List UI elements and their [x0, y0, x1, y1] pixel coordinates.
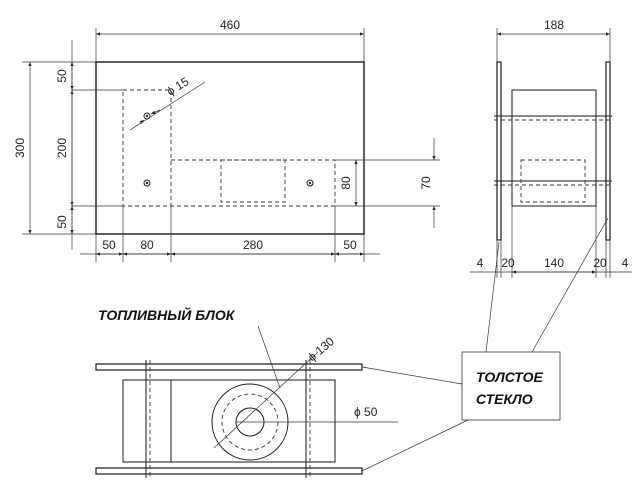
dim-bottom-offset: 50 [55, 215, 69, 229]
fuel-block-leader [257, 325, 281, 389]
glass-bottom [95, 467, 363, 475]
dim-inner-width: 80 [140, 238, 154, 252]
hole-bottom-right [306, 179, 314, 187]
thick-glass-label-line1: ТОЛСТОЕ [476, 369, 544, 385]
glass-top [95, 363, 363, 371]
dim-left-offset: 50 [102, 238, 116, 252]
dim-side-width: 188 [544, 18, 564, 32]
dim-height: 300 [13, 138, 27, 158]
dim-right-offset: 50 [343, 238, 357, 252]
side-window [520, 159, 586, 203]
glass-leader-bottom [361, 419, 469, 472]
hole-top-center [145, 114, 149, 118]
top-view: ϕ 130 ϕ 50 ТОПЛИВНЫЙ БЛОК ТОЛСТОЕ СТЕКЛО [95, 217, 609, 478]
top-body [122, 379, 336, 463]
hole-diameter-label: ϕ 15 [164, 74, 192, 98]
side-view: 188 4 20 140 20 4 [470, 18, 632, 278]
dim-body: 140 [544, 256, 564, 270]
fuel-block-label: ТОПЛИВНЫЙ БЛОК [98, 306, 236, 323]
dim-gap-left: 20 [501, 256, 515, 270]
outer-diameter-label: ϕ 130 [305, 334, 337, 364]
dim-inner-height: 200 [55, 138, 69, 158]
dim-top-offset: 50 [55, 69, 69, 83]
window-outline [220, 159, 286, 203]
hole-bottom-left-center [145, 181, 149, 185]
dim-width: 460 [220, 18, 240, 32]
dim-slot-width: 280 [243, 238, 263, 252]
hole-bottom-left [143, 179, 151, 187]
inner-diameter-label: ϕ 50 [354, 405, 378, 419]
thick-glass-label-line2: СТЕКЛО [476, 391, 533, 407]
glass-leader-side-left [485, 241, 500, 353]
outer-diameter-leader [213, 351, 319, 449]
dim-slot-height-inner: 70 [419, 176, 433, 190]
front-outline [95, 61, 365, 235]
front-view: ϕ 15 460 300 50 200 50 50 80 280 [13, 18, 440, 262]
glass-leader-top [361, 366, 463, 385]
side-body [511, 89, 597, 207]
dim-glass-left: 4 [477, 256, 484, 270]
inner-cavity [122, 89, 172, 207]
glass-leader-side-right [531, 217, 609, 353]
glass-left [496, 61, 502, 241]
glass-right [605, 61, 611, 241]
dim-gap-right: 20 [593, 256, 607, 270]
dim-slot-height-outer: 80 [339, 176, 353, 190]
hole-bottom-right-center [308, 181, 312, 185]
thick-glass-box [461, 351, 561, 421]
dim-glass-right: 4 [622, 256, 629, 270]
